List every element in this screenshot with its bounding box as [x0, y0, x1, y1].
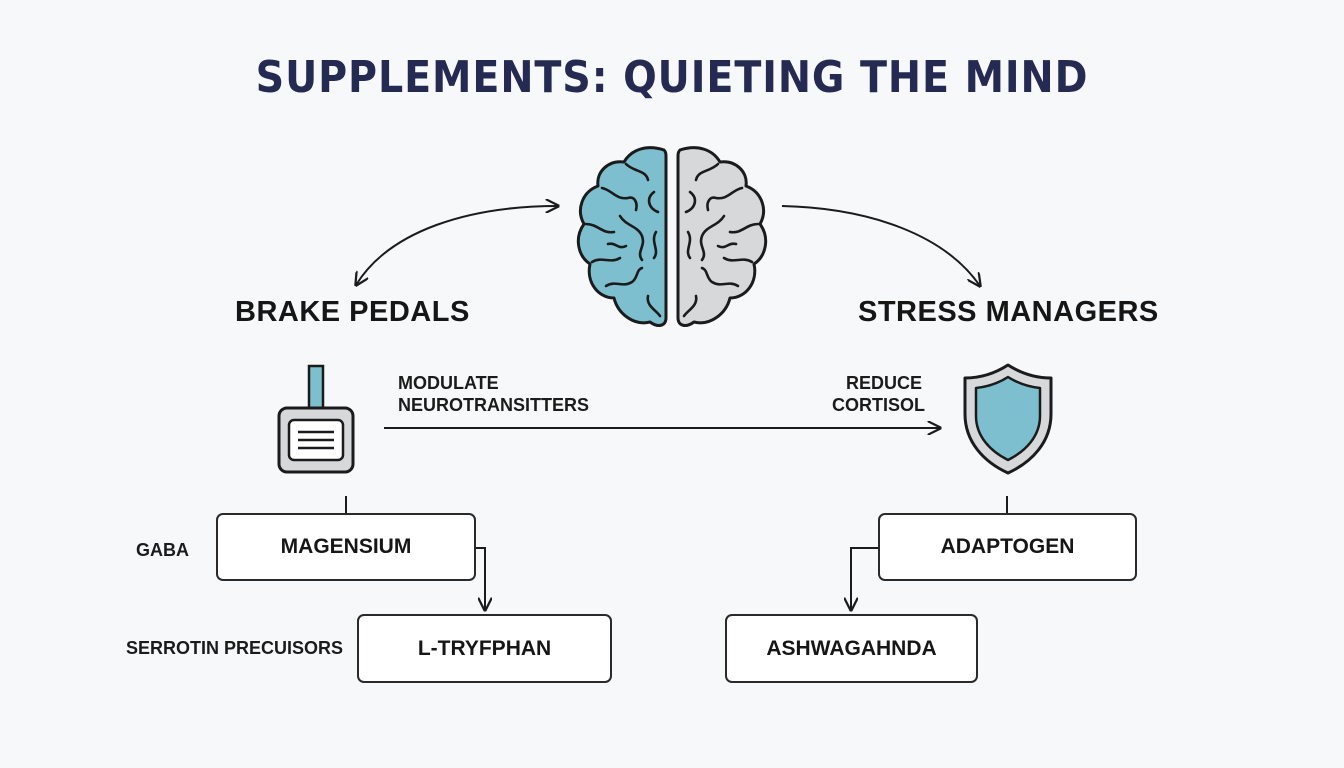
- modulate-label: MODULATE NEUROTRANSITTERS: [398, 372, 589, 416]
- reduce-label-line2: CORTISOL: [832, 395, 925, 415]
- brake-pedals-heading: BRAKE PEDALS: [235, 296, 470, 328]
- reduce-cortisol-label: REDUCE CORTISOL: [832, 372, 925, 416]
- brake-pedal-icon: [277, 364, 355, 474]
- l-tryptophan-box: L-TRYFPHAN: [357, 614, 612, 683]
- gaba-label: GABA: [136, 540, 189, 560]
- serotonin-precursors-label: SERROTIN PRECUISORS: [126, 638, 344, 658]
- brain-icon: [576, 146, 768, 327]
- shield-icon: [963, 363, 1053, 475]
- magnesium-box: MAGENSIUM: [216, 513, 476, 581]
- modulate-label-line2: NEUROTRANSITTERS: [398, 395, 590, 415]
- arrow-brain-to-brake: [356, 206, 558, 285]
- ashwagandha-box: ASHWAGAHNDA: [725, 614, 978, 683]
- page-title: SUPPLEMENTS: QUIETING THE MIND: [255, 52, 1089, 103]
- arrow-brain-to-stress: [781, 205, 980, 286]
- reduce-label-line1: REDUCE: [846, 373, 923, 393]
- modulate-label-line1: MODULATE: [398, 373, 499, 393]
- arrow-magnesium-to-ltryptophan: [476, 547, 485, 610]
- adaptogen-box: ADAPTOGEN: [878, 513, 1137, 581]
- arrow-adaptogen-to-ashwagandha: [851, 547, 878, 610]
- stress-managers-heading: STRESS MANAGERS: [858, 296, 1159, 328]
